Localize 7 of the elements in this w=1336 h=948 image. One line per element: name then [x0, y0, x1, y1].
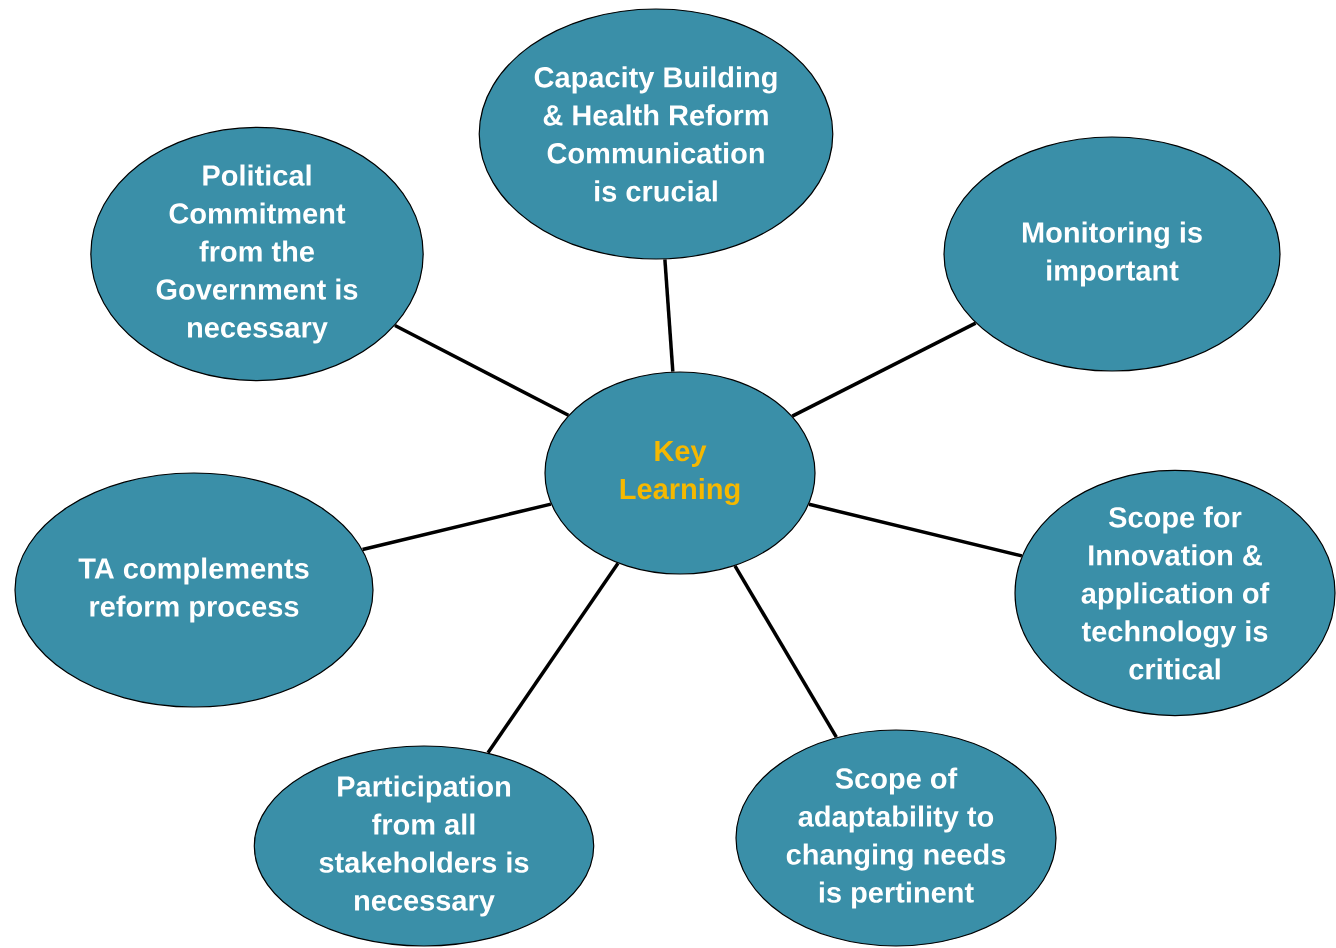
connector-line — [663, 259, 675, 372]
connector-line — [808, 502, 1023, 558]
connector-line — [362, 502, 552, 552]
connector-line — [733, 565, 838, 739]
connector-line — [791, 321, 977, 418]
connector-line — [486, 562, 620, 754]
connector-line — [394, 323, 570, 417]
